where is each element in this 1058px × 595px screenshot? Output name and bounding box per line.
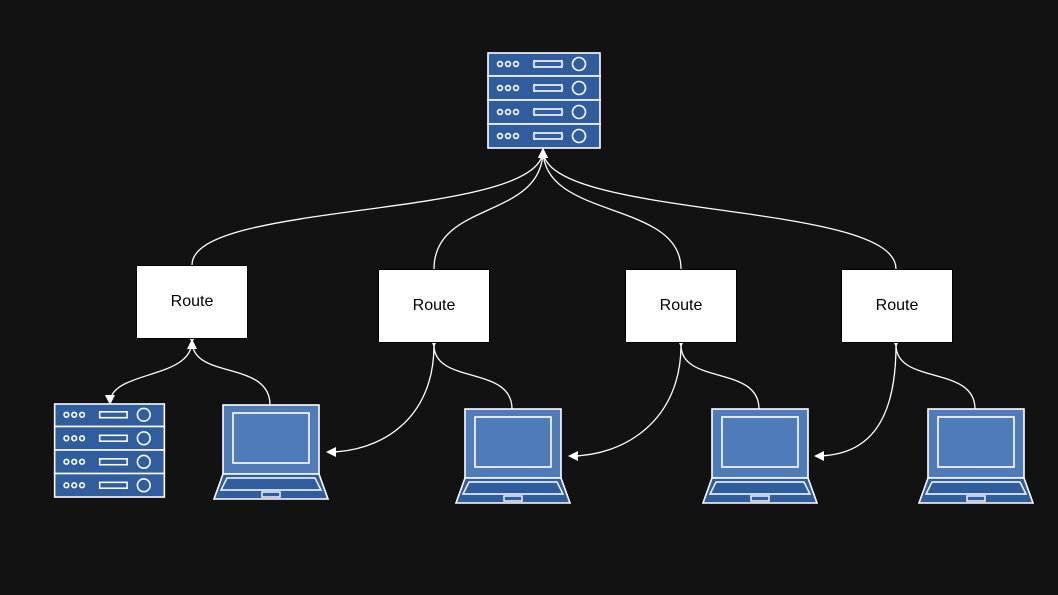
connector-laptop3-route3 bbox=[680, 344, 760, 410]
connector-laptop2-route2 bbox=[433, 344, 513, 410]
laptop-icon bbox=[702, 408, 818, 504]
connector-route1-server bbox=[191, 148, 548, 266]
server-rack-icon bbox=[53, 403, 166, 498]
laptop-icon bbox=[213, 404, 329, 500]
route-label: Route bbox=[412, 297, 456, 314]
connector-route4-server bbox=[538, 148, 897, 270]
connector-laptop1-route1 bbox=[187, 339, 271, 406]
connector-laptop4-route4 bbox=[895, 344, 976, 410]
connector-route1-bottomserver bbox=[105, 332, 198, 405]
route-box-3[interactable]: Route bbox=[625, 269, 737, 343]
route-label: Route bbox=[875, 297, 919, 314]
laptop-icon bbox=[455, 408, 571, 504]
route-box-2[interactable]: Route bbox=[378, 269, 490, 343]
route-box-1[interactable]: Route bbox=[136, 265, 248, 339]
connector-route3-laptop2 bbox=[568, 336, 687, 461]
route-label: Route bbox=[170, 293, 214, 310]
laptop-icon bbox=[918, 408, 1034, 504]
connector-route2-server bbox=[433, 148, 548, 270]
connector-route4-laptop3 bbox=[814, 336, 902, 461]
route-box-4[interactable]: Route bbox=[841, 269, 953, 343]
route-label: Route bbox=[659, 297, 703, 314]
connector-route2-laptop1 bbox=[326, 336, 440, 457]
connector-route3-server bbox=[538, 148, 682, 270]
server-rack-icon bbox=[487, 52, 601, 149]
